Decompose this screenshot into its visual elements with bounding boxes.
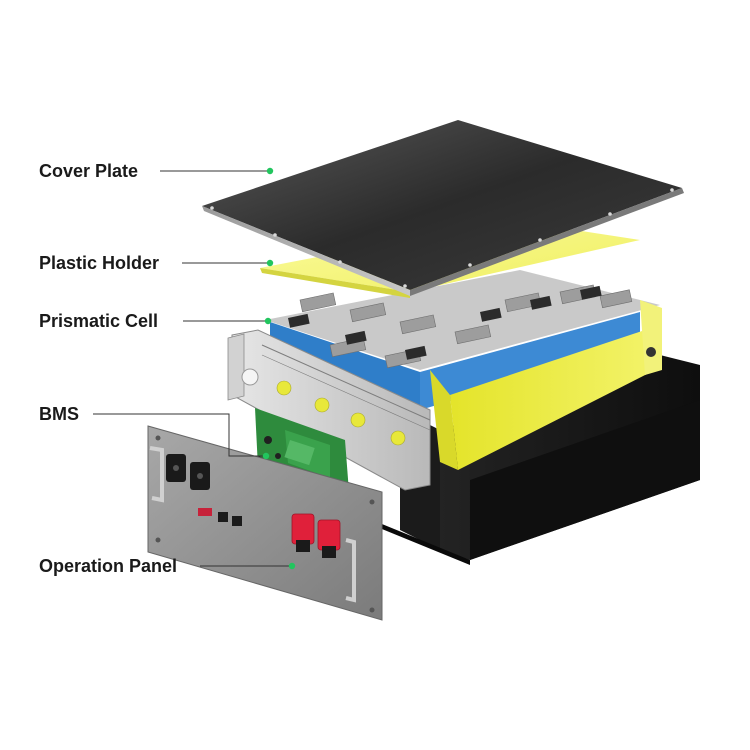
- leader-lines: [93, 170, 290, 567]
- label-cover-plate: Cover Plate: [39, 161, 138, 181]
- label-operation-panel: Operation Panel: [39, 556, 177, 576]
- front-bracket: [227, 329, 431, 491]
- label-bms: BMS: [39, 404, 79, 424]
- callout-dot-bms: [262, 452, 270, 460]
- operation-panel-plate: [147, 425, 383, 621]
- callout-dot-plastic-holder: [266, 259, 274, 267]
- callout-labels: Cover Plate Plastic Holder Prismatic Cel…: [39, 161, 177, 576]
- cover-plate-sheet: [202, 120, 684, 296]
- callout-dot-prismatic-cell: [264, 317, 272, 325]
- callout-dot-cover-plate: [266, 167, 274, 175]
- label-plastic-holder: Plastic Holder: [39, 253, 159, 273]
- callout-dot-operation-panel: [288, 562, 296, 570]
- label-prismatic-cell: Prismatic Cell: [39, 311, 158, 331]
- callout-dots: [262, 167, 296, 570]
